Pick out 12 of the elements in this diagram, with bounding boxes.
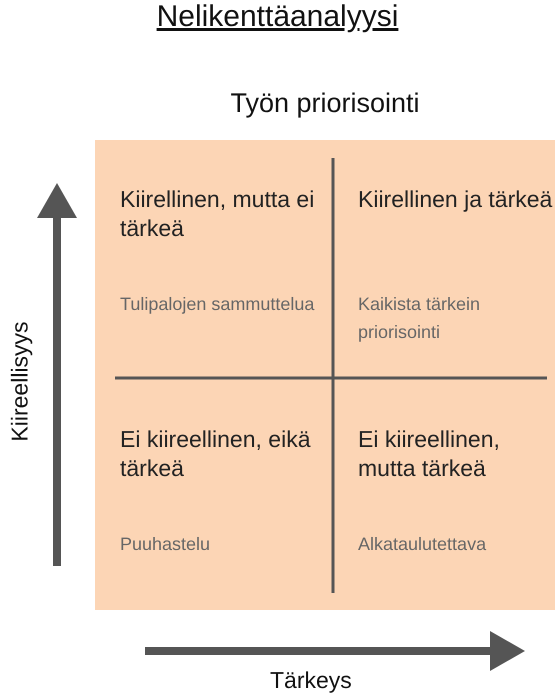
title: Nelikenttäanalyysi bbox=[156, 0, 398, 33]
quadrant-heading: Kiirellinen ja tärkeä bbox=[358, 185, 554, 214]
quadrant-heading: Ei kiireellinen, mutta tärkeä bbox=[358, 425, 501, 483]
axis-label: Kiireellisyys bbox=[6, 320, 34, 444]
axis-label: Tärkeys bbox=[270, 667, 352, 694]
panel-heading: Työn priorisointi bbox=[230, 88, 420, 118]
quadrant-description: Kaikista tärkein priorisointi bbox=[358, 293, 482, 344]
quadrant-description: Alkataulutettava bbox=[358, 533, 486, 556]
quadrant-description: Tulipalojen sammuttelua bbox=[120, 293, 314, 316]
quadrant-heading: Ei kiireellinen, eikä tärkeä bbox=[120, 425, 312, 483]
quadrant-heading: Kiirellinen, mutta ei tärkeä bbox=[120, 185, 316, 243]
quadrant-description: Puuhastelu bbox=[120, 533, 210, 556]
